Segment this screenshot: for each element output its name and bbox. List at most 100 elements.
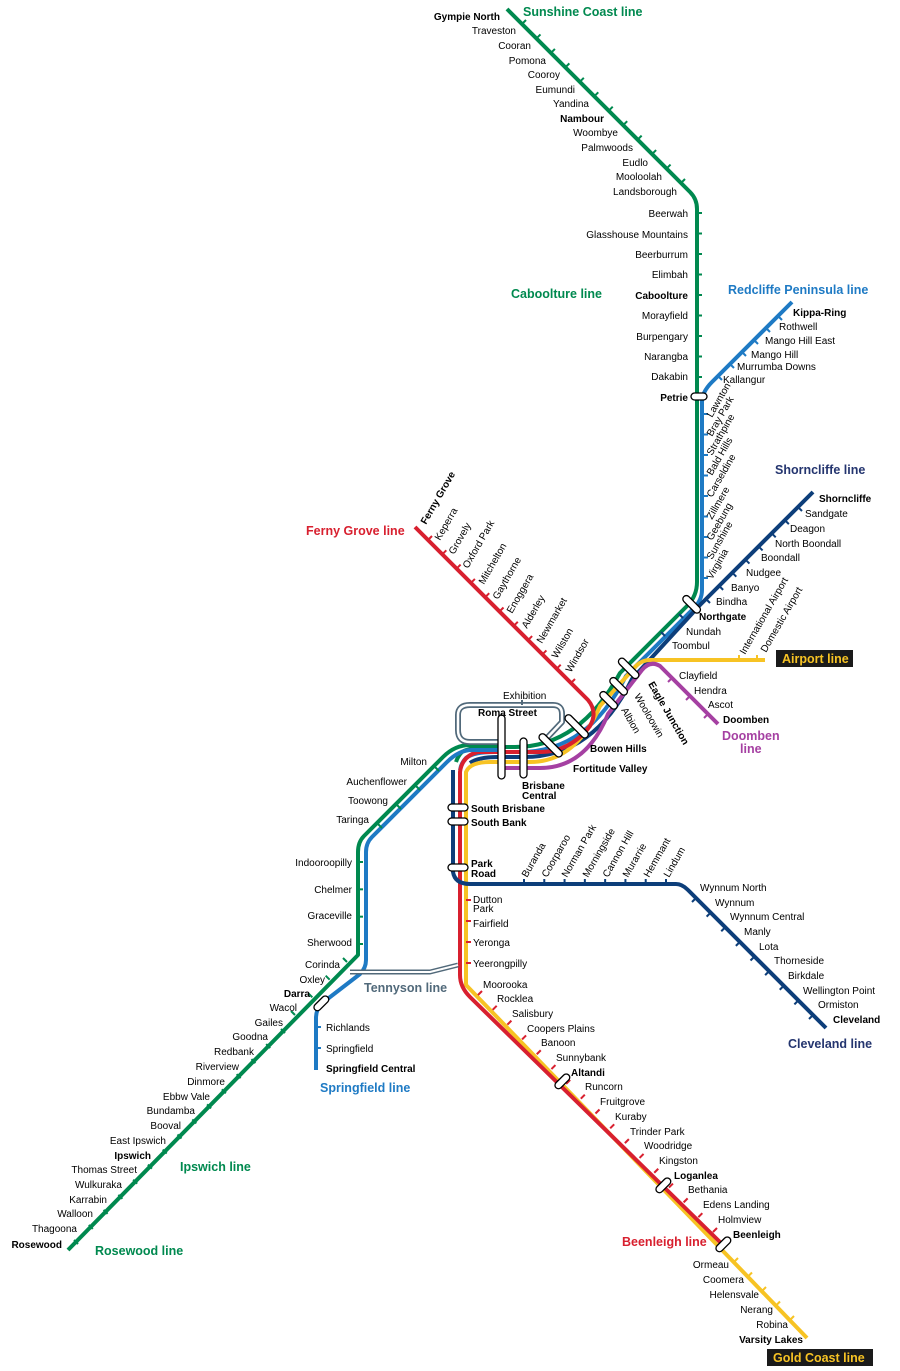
station-beerwah: Beerwah <box>649 209 688 220</box>
station-landsborough: Landsborough <box>613 187 677 198</box>
beenleigh-tick <box>565 1079 571 1085</box>
sunshine-coast-tick <box>622 120 628 126</box>
ipswich-tick <box>88 1224 94 1230</box>
sunshine-coast-line-label: Sunshine Coast line <box>523 5 643 19</box>
station-corinda: Corinda <box>305 960 340 971</box>
cleveland-outer-tick <box>793 999 800 1006</box>
cleveland-outer-tick <box>691 897 697 903</box>
beenleigh-tick <box>580 1093 586 1100</box>
station-oxley: Oxley <box>299 975 325 986</box>
beenleigh-tick <box>712 1227 718 1233</box>
station-fairfield: Fairfield <box>473 919 509 930</box>
albion-interchange <box>599 690 619 710</box>
station-ormiston: Ormiston <box>818 1000 859 1011</box>
station-toombul: Toombul <box>672 641 710 652</box>
ferny-grove-tick <box>498 606 505 613</box>
ipswich-tick <box>176 1133 183 1140</box>
station-wynnum: Wynnum <box>715 898 754 909</box>
tennyson-track-inner <box>350 964 459 973</box>
station-clayfield: Clayfield <box>679 671 717 682</box>
beenleigh-tick <box>682 1197 689 1204</box>
doomben-line-label-2: line <box>740 742 762 756</box>
shorncliffe-tick <box>744 558 751 565</box>
redcliffe-tick <box>765 327 771 333</box>
petrie-interchange <box>690 392 708 401</box>
caboolture-line-label: Caboolture line <box>511 287 602 301</box>
station-roma-street: Roma Street <box>478 708 538 719</box>
ferny-grove-tick <box>570 678 576 684</box>
station-redbank: Redbank <box>214 1047 255 1058</box>
station-lota: Lota <box>759 942 779 953</box>
shorncliffe-tick <box>771 532 777 538</box>
station-dinmore: Dinmore <box>187 1077 225 1088</box>
station-helensvale: Helensvale <box>710 1290 760 1301</box>
airport-track <box>464 658 809 1340</box>
doomben-track <box>500 661 720 770</box>
station-cleveland: Cleveland <box>833 1015 880 1026</box>
ipswich-tick <box>117 1194 124 1200</box>
station-park-road-2: Road <box>471 869 496 880</box>
beenleigh-tick <box>506 1019 513 1026</box>
ferny-grove-tick <box>441 549 448 556</box>
station-exhibition: Exhibition <box>503 691 546 702</box>
station-deagon: Deagon <box>790 524 825 535</box>
station-murrumba-downs: Murrumba Downs <box>737 362 816 373</box>
station-north-boondall: North Boondall <box>775 539 841 550</box>
beenleigh-tick <box>521 1034 527 1041</box>
station-mango-hill-east: Mango Hill East <box>765 336 835 347</box>
station-cooran: Cooran <box>498 41 531 52</box>
station-shorncliffe: Shorncliffe <box>819 494 872 505</box>
brisbane-central-interchange <box>519 737 528 779</box>
gold-coast-line-label: Gold Coast line <box>773 1351 865 1365</box>
station-pomona: Pomona <box>509 56 547 67</box>
station-bindha: Bindha <box>716 597 748 608</box>
roma-street-interchange <box>497 714 506 780</box>
station-albion: Albion <box>618 706 641 736</box>
redcliffe-tick <box>777 315 783 321</box>
station-mooloolah: Mooloolah <box>616 172 662 183</box>
sunshine-coast-tick <box>665 163 672 170</box>
beenleigh-tick <box>653 1168 659 1174</box>
station-coopers-plains: Coopers Plains <box>527 1024 595 1035</box>
station-cooroy: Cooroy <box>528 70 560 81</box>
ferny-grove-tick <box>455 563 462 570</box>
ipswich-tick <box>250 1058 257 1064</box>
western-south-tick <box>342 957 348 963</box>
redcliffe-line-label: Redcliffe Peninsula line <box>728 283 868 297</box>
sunshine-coast-tick <box>564 62 571 69</box>
station-palmwoods: Palmwoods <box>581 143 633 154</box>
station-yeronga: Yeronga <box>473 938 510 949</box>
station-narangba: Narangba <box>644 352 688 363</box>
station-woombye: Woombye <box>573 128 618 139</box>
station-eumundi: Eumundi <box>536 85 575 96</box>
station-mango-hill: Mango Hill <box>751 350 798 361</box>
shorncliffe-tick <box>757 545 764 552</box>
beenleigh-tick <box>668 1182 674 1189</box>
station-gailes: Gailes <box>255 1018 283 1029</box>
beenleigh-tick <box>536 1049 542 1055</box>
sunshine-coast-tick <box>680 178 686 184</box>
cleveland-outer-tick <box>749 955 756 962</box>
station-springfield-central: Springfield Central <box>326 1064 416 1075</box>
exhibition-loop-inner <box>456 703 564 744</box>
cleveland-track <box>451 770 828 1030</box>
station-chelmer: Chelmer <box>314 885 352 896</box>
ipswich-track <box>66 743 500 1252</box>
beenleigh-tick <box>550 1064 557 1070</box>
station-bundamba: Bundamba <box>147 1106 196 1117</box>
bowen-hills-interchange <box>564 714 589 739</box>
western-tick <box>395 803 402 810</box>
station-sunnybank: Sunnybank <box>556 1053 607 1064</box>
shorncliffe-line-label: Shorncliffe line <box>775 463 865 477</box>
station-robina: Robina <box>756 1320 788 1331</box>
station-coomera: Coomera <box>703 1275 745 1286</box>
station-auchenflower: Auchenflower <box>346 777 407 788</box>
station-goodna: Goodna <box>232 1032 268 1043</box>
station-bethania: Bethania <box>688 1185 728 1196</box>
cleveland-outer-tick <box>705 911 712 918</box>
ferny-grove-tick <box>427 535 433 541</box>
station-kingston: Kingston <box>659 1156 698 1167</box>
station-kallangur: Kallangur <box>723 375 766 386</box>
western-tick <box>414 784 421 791</box>
sunshine-coast-tick <box>521 19 527 25</box>
